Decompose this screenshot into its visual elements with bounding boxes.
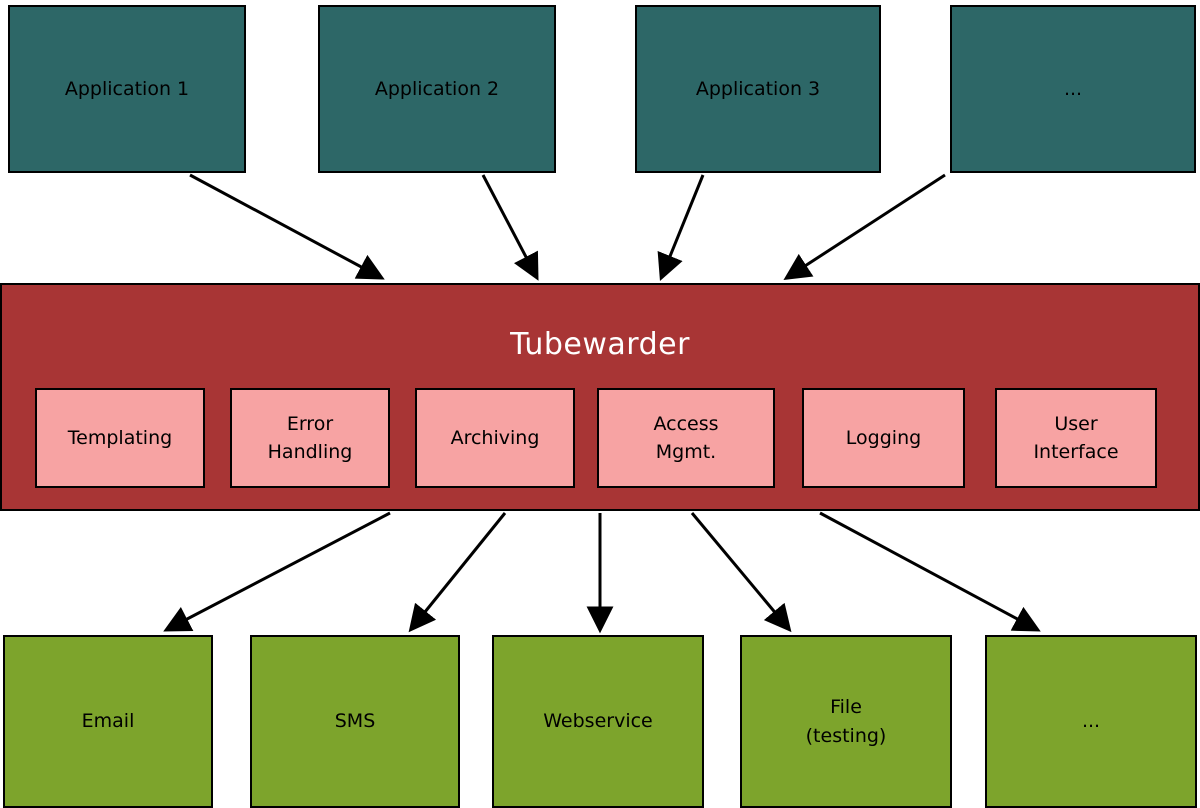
arrow-app1-to-core	[189, 173, 385, 280]
tubewarder-title: Tubewarder	[510, 327, 690, 362]
module-access-mgmt-label: Access Mgmt.	[653, 412, 719, 464]
arrow-core-to-email	[163, 511, 391, 632]
application-1-box: Application 1	[8, 5, 246, 173]
module-error-handling-box: Error Handling	[230, 388, 390, 488]
application-3-label: Application 3	[695, 77, 821, 100]
channel-sms-box: SMS	[250, 635, 460, 808]
channel-email-box: Email	[3, 635, 213, 808]
module-templating-label: Templating	[67, 426, 173, 449]
channel-file-label: File (testing)	[805, 696, 887, 747]
channel-webservice-label: Webservice	[543, 710, 653, 733]
module-access-mgmt-box: Access Mgmt.	[597, 388, 775, 488]
tubewarder-box: Tubewarder Templating Error Handling Arc…	[0, 283, 1200, 511]
module-error-handling-label: Error Handling	[267, 412, 353, 464]
channel-email-label: Email	[81, 710, 135, 733]
arrow-core-to-sms	[408, 512, 507, 633]
arrow-core-to-dots	[819, 511, 1041, 632]
application-3-box: Application 3	[635, 5, 881, 173]
module-archiving-label: Archiving	[450, 426, 540, 449]
application-ellipsis-box: ...	[950, 5, 1196, 173]
module-user-interface-label: User Interface	[1033, 412, 1119, 464]
module-logging-label: Logging	[845, 426, 922, 449]
arrow-app3-to-core	[657, 174, 705, 282]
module-user-interface-box: User Interface	[995, 388, 1157, 488]
application-2-label: Application 2	[374, 77, 500, 100]
channel-webservice-box: Webservice	[492, 635, 704, 808]
application-1-label: Application 1	[64, 77, 190, 100]
arrow-app4-to-core	[783, 173, 946, 280]
module-templating-box: Templating	[35, 388, 205, 488]
arrow-core-to-file	[690, 512, 792, 633]
channel-ellipsis-box: ...	[985, 635, 1197, 808]
arrow-app2-to-core	[481, 174, 539, 281]
channel-ellipsis-label: ...	[1081, 710, 1101, 733]
channel-file-box: File (testing)	[740, 635, 952, 808]
module-logging-box: Logging	[802, 388, 965, 488]
module-archiving-box: Archiving	[415, 388, 575, 488]
application-ellipsis-label: ...	[1063, 77, 1083, 100]
channel-sms-label: SMS	[334, 710, 376, 733]
application-2-box: Application 2	[318, 5, 556, 173]
